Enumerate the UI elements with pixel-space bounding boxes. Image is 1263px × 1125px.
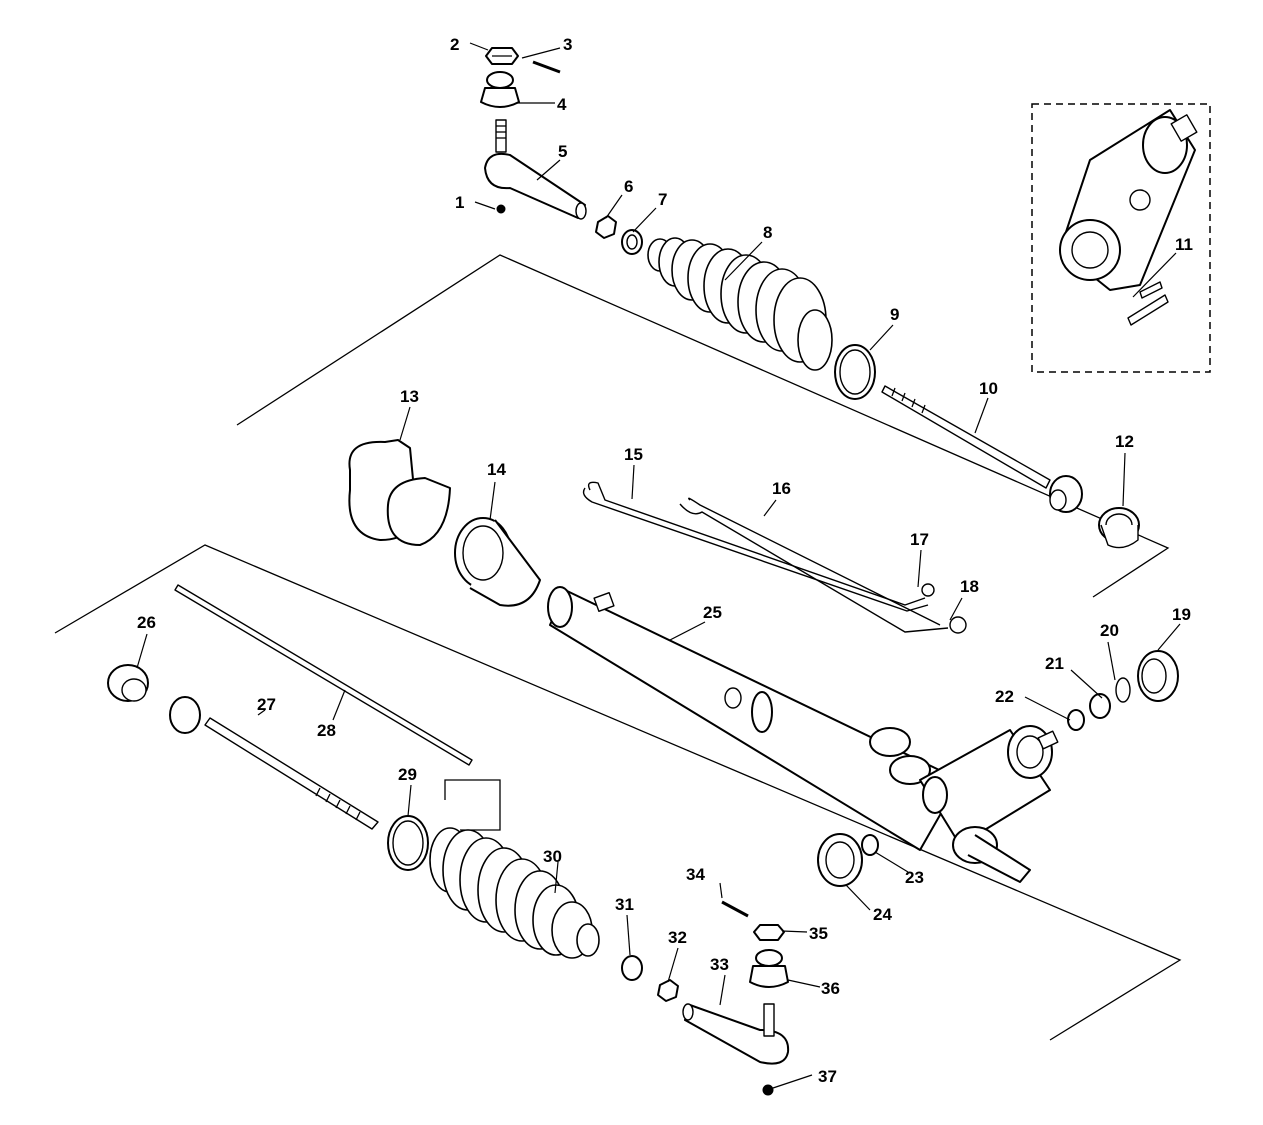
callout-18: 18 xyxy=(960,577,979,596)
top-rack-bushing xyxy=(1098,507,1140,549)
callout-17: 17 xyxy=(910,530,929,549)
boot-clamp-31 xyxy=(621,955,643,981)
callout-5: 5 xyxy=(558,142,567,161)
callout-28: 28 xyxy=(317,721,336,740)
heat-shield-13 xyxy=(348,439,451,546)
inner-tie-rod-27 xyxy=(169,696,379,830)
leader-lines xyxy=(136,42,1181,1089)
valve-detail-box xyxy=(1031,103,1211,373)
boot-clamp-29 xyxy=(387,815,429,871)
top-ball-stud xyxy=(495,119,507,153)
callout-34: 34 xyxy=(686,865,705,884)
callout-6: 6 xyxy=(624,177,633,196)
ball-stud-bottom xyxy=(763,1003,775,1037)
jam-nut-32 xyxy=(657,979,679,1002)
top-boot-clamp-large xyxy=(834,344,876,400)
callout-37: 37 xyxy=(818,1067,837,1086)
callout-labels: 1 2 3 4 5 6 7 8 9 10 11 12 13 14 15 16 1… xyxy=(137,35,1193,1086)
callout-26: 26 xyxy=(137,613,156,632)
spring-21 xyxy=(1089,693,1111,719)
hydraulic-line-16 xyxy=(679,497,967,634)
valve-pinion-assembly xyxy=(919,725,1059,883)
castle-nut-35 xyxy=(753,924,785,941)
callout-20: 20 xyxy=(1100,621,1119,640)
retaining-ring-20 xyxy=(1115,677,1131,703)
outer-tie-rod-33 xyxy=(682,1003,790,1065)
rack-bushing-26 xyxy=(107,664,149,702)
callout-7: 7 xyxy=(658,190,667,209)
callout-2: 2 xyxy=(450,35,459,54)
upper-group-bracket xyxy=(236,254,1170,598)
seal-sleeve-14 xyxy=(454,517,541,607)
callout-13: 13 xyxy=(400,387,419,406)
top-jam-nut xyxy=(595,215,617,239)
top-bellows-boot xyxy=(647,237,833,371)
callout-22: 22 xyxy=(995,687,1014,706)
grease-fitting-37 xyxy=(762,1084,774,1096)
seal-23 xyxy=(861,834,879,856)
callout-29: 29 xyxy=(398,765,417,784)
cotter-pin-34 xyxy=(721,900,749,918)
callout-9: 9 xyxy=(890,305,899,324)
bottom-bellows-boot-30 xyxy=(429,827,600,959)
ball-joint-boot-36 xyxy=(749,949,789,988)
callout-8: 8 xyxy=(763,223,772,242)
callout-4: 4 xyxy=(557,95,567,114)
callout-1: 1 xyxy=(455,193,464,212)
callout-16: 16 xyxy=(772,479,791,498)
callout-3: 3 xyxy=(563,35,572,54)
adjuster-plug-19 xyxy=(1137,650,1179,702)
cutting-rod-bracket xyxy=(444,779,501,831)
bushing-24 xyxy=(817,833,863,887)
callout-24: 24 xyxy=(873,905,892,924)
top-outer-tie-rod xyxy=(484,152,587,220)
seal-22 xyxy=(1067,709,1085,731)
top-ball-joint-boot xyxy=(480,71,520,108)
top-cotter-pin xyxy=(532,60,561,74)
lower-group-bracket xyxy=(54,544,1182,1041)
callout-36: 36 xyxy=(821,979,840,998)
top-castle-nut xyxy=(485,47,519,65)
top-boot-clamp-small xyxy=(621,229,643,255)
callout-33: 33 xyxy=(710,955,729,974)
callout-15: 15 xyxy=(624,445,643,464)
callout-14: 14 xyxy=(487,460,506,479)
callout-11: 11 xyxy=(1175,235,1193,254)
top-grease-fitting xyxy=(496,204,506,214)
callout-21: 21 xyxy=(1045,654,1064,673)
valve-housing-detail xyxy=(1059,109,1198,326)
cutting-rod-28 xyxy=(174,584,473,766)
callout-31: 31 xyxy=(615,895,634,914)
callout-12: 12 xyxy=(1115,432,1134,451)
rack-housing xyxy=(547,586,961,851)
top-inner-tie-rod xyxy=(881,385,1083,513)
callout-23: 23 xyxy=(905,868,924,887)
callout-27: 27 xyxy=(257,695,276,714)
callout-10: 10 xyxy=(979,379,998,398)
callout-19: 19 xyxy=(1172,605,1191,624)
callout-25: 25 xyxy=(703,603,722,622)
callout-30: 30 xyxy=(543,847,562,866)
callout-32: 32 xyxy=(668,928,687,947)
hydraulic-line-15 xyxy=(582,481,935,612)
callout-35: 35 xyxy=(809,924,828,943)
